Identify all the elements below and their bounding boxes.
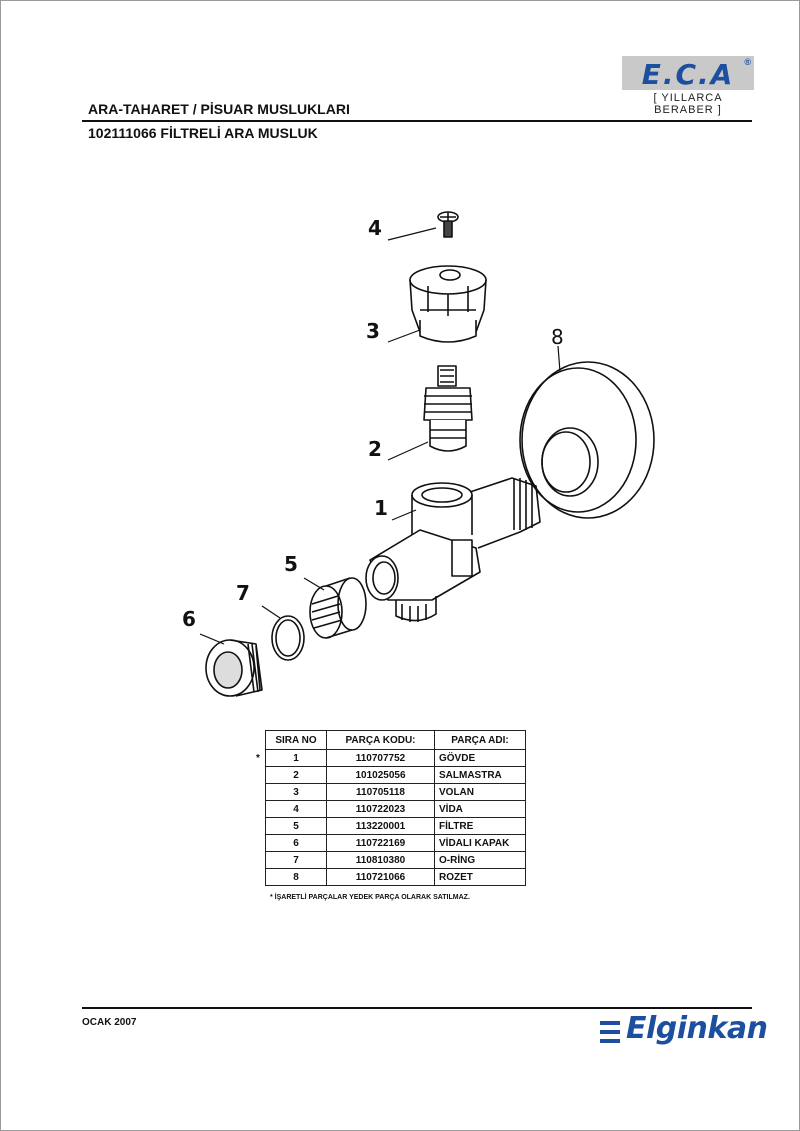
row-parca-kodu: 110707752 [326, 749, 435, 767]
filter-part-icon [309, 577, 367, 639]
row-parca-kodu: 110722169 [326, 834, 435, 852]
threaded-cap-part-icon [205, 639, 263, 697]
eca-logo-text: E.C.A [641, 58, 735, 91]
row-parca-kodu: 110705118 [326, 783, 435, 801]
callout-1: 1 [374, 496, 388, 520]
row-sira-no: 3 [265, 783, 327, 801]
row-parca-kodu: 110721066 [326, 868, 435, 886]
callout-7: 7 [236, 581, 250, 605]
replaceable-star-mark: * [256, 753, 260, 764]
screw-part-icon [437, 211, 459, 238]
callout-8: 8 [551, 325, 564, 349]
row-parca-adi: VİDA [434, 800, 526, 818]
registered-mark: ® [744, 57, 751, 67]
row-parca-kodu: 110722023 [326, 800, 435, 818]
callout-2: 2 [368, 437, 382, 461]
callout-5: 5 [284, 552, 298, 576]
callout-leaders [199, 227, 561, 645]
row-parca-adi: SALMASTRA [434, 766, 526, 784]
footer-date: OCAK 2007 [82, 1017, 137, 1028]
row-parca-kodu: 113220001 [326, 817, 435, 835]
row-parca-adi: VOLAN [434, 783, 526, 801]
header-divider [82, 120, 752, 122]
rosette-part-icon [519, 361, 655, 519]
eca-logo: E.C.A ® [622, 56, 754, 91]
category-title: ARA-TAHARET / PİSUAR MUSLUKLARI [88, 101, 350, 117]
row-sira-no: 7 [265, 851, 327, 869]
valve-body-part-icon [365, 477, 541, 622]
elginkan-bars-icon [600, 1021, 620, 1043]
row-parca-kodu: 110810380 [326, 851, 435, 869]
callout-4: 4 [368, 216, 382, 240]
col-parca-adi: PARÇA ADI: [434, 730, 526, 750]
row-sira-no: 2 [265, 766, 327, 784]
cartridge-part-icon [423, 365, 473, 452]
callout-3: 3 [366, 319, 380, 343]
row-parca-adi: ROZET [434, 868, 526, 886]
o-ring-part-icon [271, 615, 305, 661]
row-parca-adi: FİLTRE [434, 817, 526, 835]
handle-part-icon [409, 265, 487, 343]
row-parca-adi: GÖVDE [434, 749, 526, 767]
spare-parts-note: * İŞARETLİ PARÇALAR YEDEK PARÇA OLARAK S… [270, 894, 470, 901]
exploded-valve-diagram: 4 3 8 2 1 5 7 6 [182, 211, 655, 697]
footer-divider [82, 1007, 752, 1009]
row-parca-kodu: 101025056 [326, 766, 435, 784]
row-parca-adi: O-RİNG [434, 851, 526, 869]
slogan: [ YILLARCA BERABER ] [653, 92, 723, 116]
row-sira-no: 8 [265, 868, 327, 886]
callout-6: 6 [182, 607, 196, 631]
table-header-row: SIRA NO PARÇA KODU: PARÇA ADI: [265, 730, 526, 750]
row-sira-no: 5 [265, 817, 327, 835]
row-sira-no: 6 [265, 834, 327, 852]
product-title: 102111066 FİLTRELİ ARA MUSLUK [88, 125, 318, 141]
col-sira-no: SIRA NO [265, 730, 327, 750]
elginkan-wordmark: Elginkan [626, 1011, 768, 1046]
row-sira-no: 1 [265, 749, 327, 767]
col-parca-kodu: PARÇA KODU: [326, 730, 435, 750]
row-parca-adi: VİDALI KAPAK [434, 834, 526, 852]
row-sira-no: 4 [265, 800, 327, 818]
